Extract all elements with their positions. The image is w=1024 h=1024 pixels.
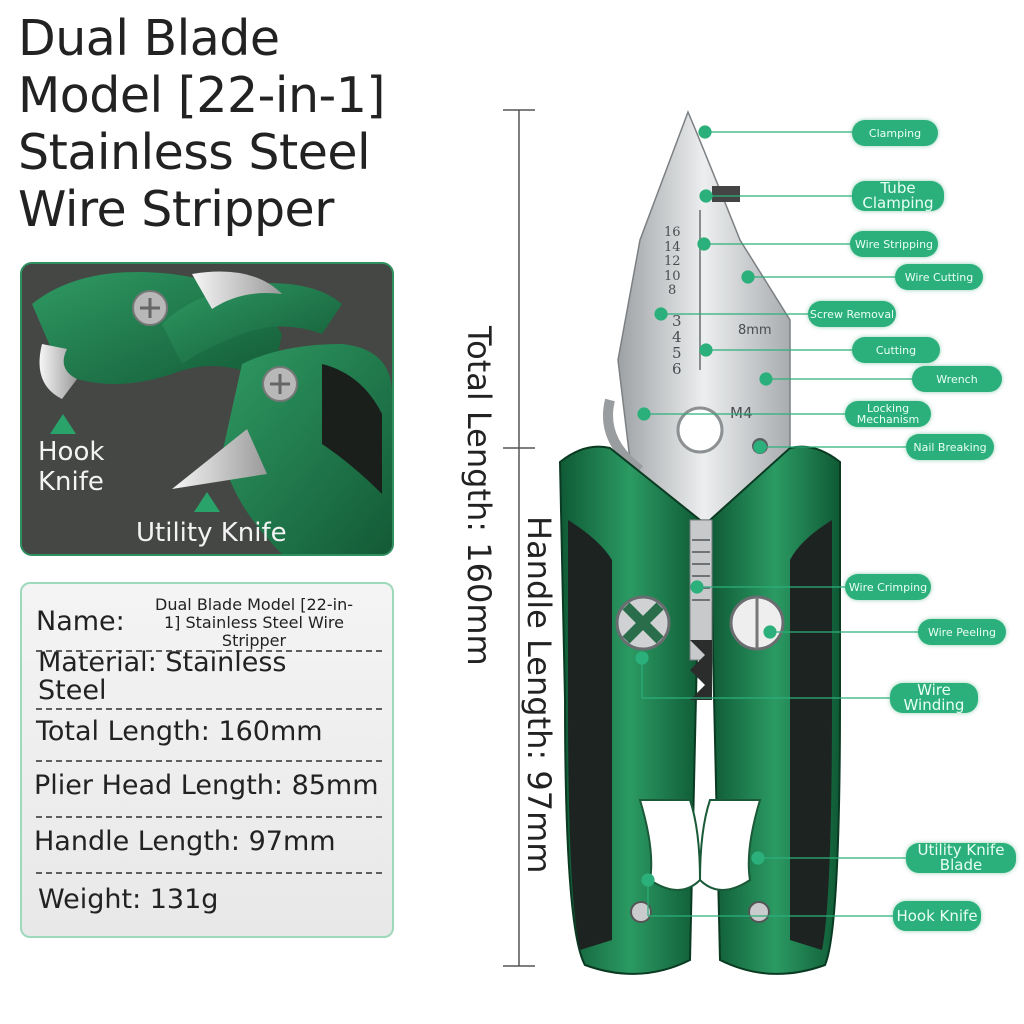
- feature-tag-wire-winding: Wire Winding: [890, 683, 978, 713]
- title-line: Model [22-in-1]: [18, 67, 386, 124]
- spec-row-handle-length: Handle Length: 97mm: [34, 816, 382, 874]
- spec-row-name: Name: Dual Blade Model [22-in-1] Stainle…: [36, 592, 382, 652]
- spec-row-plier-head-length: Plier Head Length: 85mm: [34, 760, 382, 818]
- spec-row-weight: Weight: 131g: [36, 872, 382, 928]
- plier-head: [603, 109, 791, 521]
- screw-size-number: 3: [672, 312, 682, 330]
- gauge-number: 16: [664, 225, 681, 240]
- feature-tag-cutting: Cutting: [852, 337, 940, 363]
- feature-tag-wire-cutting: Wire Cutting: [895, 264, 983, 290]
- title-line: Stainless Steel: [18, 124, 371, 181]
- bolt-size-mark: M4: [730, 404, 753, 422]
- hook-knife-pointer: [50, 414, 76, 434]
- feature-tag-clamping: Clamping: [852, 120, 938, 146]
- spec-text: Material: Stainless: [38, 647, 287, 678]
- hook-knife-label-line: Hook: [38, 437, 105, 467]
- spec-value: Dual Blade Model [22-in-1] Stainless Ste…: [155, 595, 353, 650]
- gauge-number: 8: [668, 283, 676, 298]
- spec-table: Name: Dual Blade Model [22-in-1] Stainle…: [20, 582, 394, 938]
- utility-knife-label: Utility Knife: [136, 518, 287, 548]
- gauge-number: 14: [664, 240, 681, 255]
- spec-key: Name:: [36, 606, 125, 637]
- gauge-number: 12: [664, 254, 681, 269]
- feature-tag-screw-removal: Screw Removal: [808, 301, 896, 327]
- spec-text: Weight: 131g: [38, 884, 219, 915]
- spec-row-material: Material: Stainless Steel: [36, 647, 382, 710]
- screw-size-number: 4: [672, 328, 682, 346]
- spec-text: Plier Head Length: 85mm: [34, 770, 379, 801]
- feature-tag-wrench: Wrench: [912, 366, 1002, 392]
- spec-row-total-length: Total Length: 160mm: [36, 708, 382, 762]
- screw-size-number: 5: [672, 344, 682, 362]
- feature-tag-hook-knife: Hook Knife: [893, 901, 981, 931]
- spec-text: Handle Length: 97mm: [34, 826, 336, 857]
- head-engravings: 16 14 12 10 8 3 4 5 6 8mm M4: [664, 225, 772, 422]
- gauge-number: 10: [664, 269, 681, 284]
- hook-knife-label-line: Knife: [38, 467, 104, 497]
- handle-length-label: Handle Length: 97mm: [520, 516, 558, 874]
- feature-tag-nail-breaking: Nail Breaking: [906, 434, 994, 460]
- feature-leaders: [635, 125, 918, 917]
- spec-text: Steel: [38, 675, 107, 706]
- knife-closeup-photo: Hook Knife Utility Knife: [20, 262, 394, 556]
- hook-knife-label: Hook Knife: [38, 437, 104, 497]
- screw-size-number: 6: [672, 360, 682, 378]
- feature-tag-wire-stripping: Wire Stripping: [850, 231, 938, 257]
- product-title: Dual Blade Model [22-in-1] Stainless Ste…: [18, 10, 438, 238]
- title-line: Dual Blade: [18, 10, 280, 67]
- title-line: Wire Stripper: [18, 181, 334, 238]
- spec-text: Total Length: 160mm: [36, 716, 323, 747]
- feature-tag-utility-knife-blade: Utility Knife Blade: [906, 843, 1016, 873]
- utility-knife-pointer: [194, 492, 220, 512]
- feature-tag-locking-mechanism: Locking Mechanism: [845, 401, 931, 427]
- feature-tag-wire-peeling: Wire Peeling: [918, 619, 1006, 645]
- plier-handles: [558, 445, 841, 975]
- wrench-size-mark: 8mm: [738, 323, 772, 338]
- feature-tag-tube-clamping: Tube Clamping: [852, 181, 944, 211]
- feature-tag-wire-crimping: Wire Crimping: [845, 574, 931, 600]
- dimension-lines: [503, 109, 535, 967]
- total-length-label: Total Length: 160mm: [460, 326, 498, 666]
